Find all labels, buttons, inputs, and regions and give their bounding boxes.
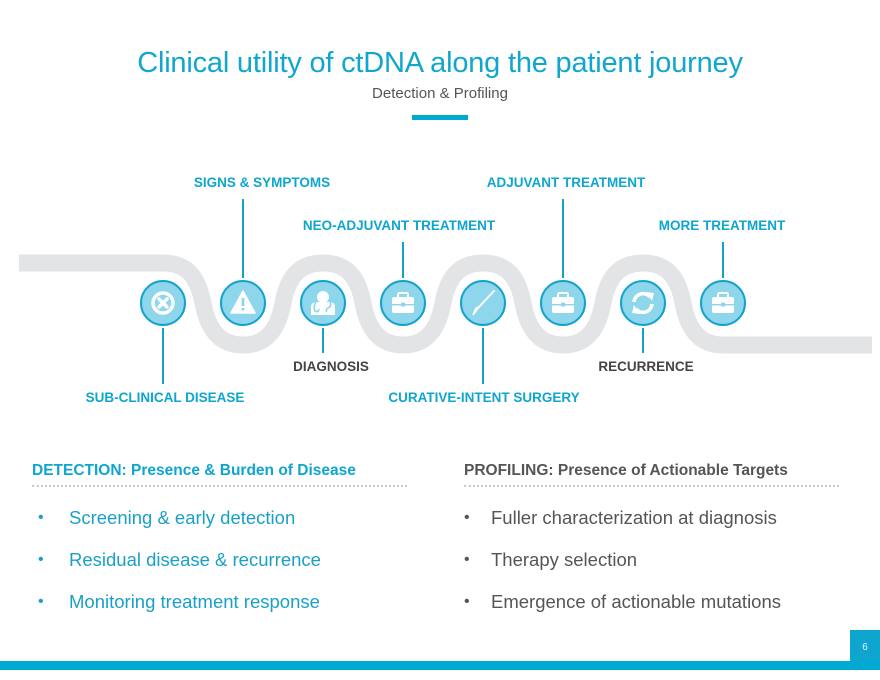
list-item-text: Monitoring treatment response: [69, 591, 320, 612]
title-underline: [412, 115, 468, 120]
list-item: • Emergence of actionable mutations: [464, 591, 844, 633]
list-item: • Monitoring treatment response: [32, 591, 412, 633]
list-item: • Residual disease & recurrence: [32, 549, 412, 591]
doctor-icon: [311, 291, 335, 315]
detection-list: • Screening & early detection • Residual d…: [32, 507, 412, 633]
journey-node: [298, 278, 348, 328]
journey-label: NEO-ADJUVANT TREATMENT: [302, 218, 496, 233]
profiling-section: PROFILING: Presence of Actionable Target…: [464, 462, 844, 633]
detection-section: DETECTION: Presence & Burden of Disease …: [32, 462, 412, 633]
slide-title: Clinical utility of ctDNA along the pati…: [137, 47, 743, 79]
bullet-icon: •: [464, 593, 470, 610]
patient-journey-diagram: [19, 199, 872, 384]
profiling-divider: [464, 485, 839, 487]
bullet-icon: •: [38, 551, 44, 568]
journey-path: [19, 254, 872, 354]
journey-label: DIAGNOSIS: [293, 359, 369, 374]
journey-node: [138, 278, 188, 328]
journey-node: [458, 278, 508, 328]
list-item-text: Fuller characterization at diagnosis: [491, 507, 777, 528]
journey-node: [218, 278, 268, 328]
journey-node: [698, 278, 748, 328]
briefcase-icon: [552, 292, 574, 313]
x-circle-icon: [151, 291, 175, 315]
journey-label: RECURRENCE: [598, 359, 694, 374]
detection-heading: DETECTION: Presence & Burden of Disease: [32, 462, 356, 479]
bullet-icon: •: [38, 593, 44, 610]
list-item: • Screening & early detection: [32, 507, 412, 549]
journey-node: [378, 278, 428, 328]
journey-node: [538, 278, 588, 328]
bullet-icon: •: [464, 509, 470, 526]
bullet-icon: •: [38, 509, 44, 526]
journey-label: ADJUVANT TREATMENT: [486, 175, 646, 190]
journey-label: MORE TREATMENT: [658, 218, 786, 233]
scalpel-icon: [472, 290, 495, 316]
list-item-text: Emergence of actionable mutations: [491, 591, 782, 612]
bullet-icon: •: [464, 551, 470, 568]
list-item-text: Screening & early detection: [69, 507, 296, 528]
page-number: 6: [850, 630, 880, 661]
list-item-text: Therapy selection: [491, 549, 638, 570]
briefcase-icon: [392, 292, 414, 313]
slide-subtitle: Detection & Profiling: [372, 85, 508, 102]
refresh-icon: [632, 291, 654, 315]
footer-bar: [0, 661, 880, 670]
journey-label: SIGNS & SYMPTOMS: [193, 175, 331, 190]
list-item-text: Residual disease & recurrence: [69, 549, 321, 570]
profiling-list: • Fuller characterization at diagnosis • T…: [464, 507, 844, 633]
warning-icon: [230, 290, 256, 314]
detection-divider: [32, 485, 407, 487]
journey-node: [618, 278, 668, 328]
profiling-heading: PROFILING: Presence of Actionable Target…: [464, 462, 788, 479]
journey-label: SUB-CLINICAL DISEASE: [85, 390, 245, 405]
journey-label: CURATIVE-INTENT SURGERY: [388, 390, 580, 405]
list-item: • Fuller characterization at diagnosis: [464, 507, 844, 549]
list-item: • Therapy selection: [464, 549, 844, 591]
briefcase-icon: [712, 292, 734, 313]
